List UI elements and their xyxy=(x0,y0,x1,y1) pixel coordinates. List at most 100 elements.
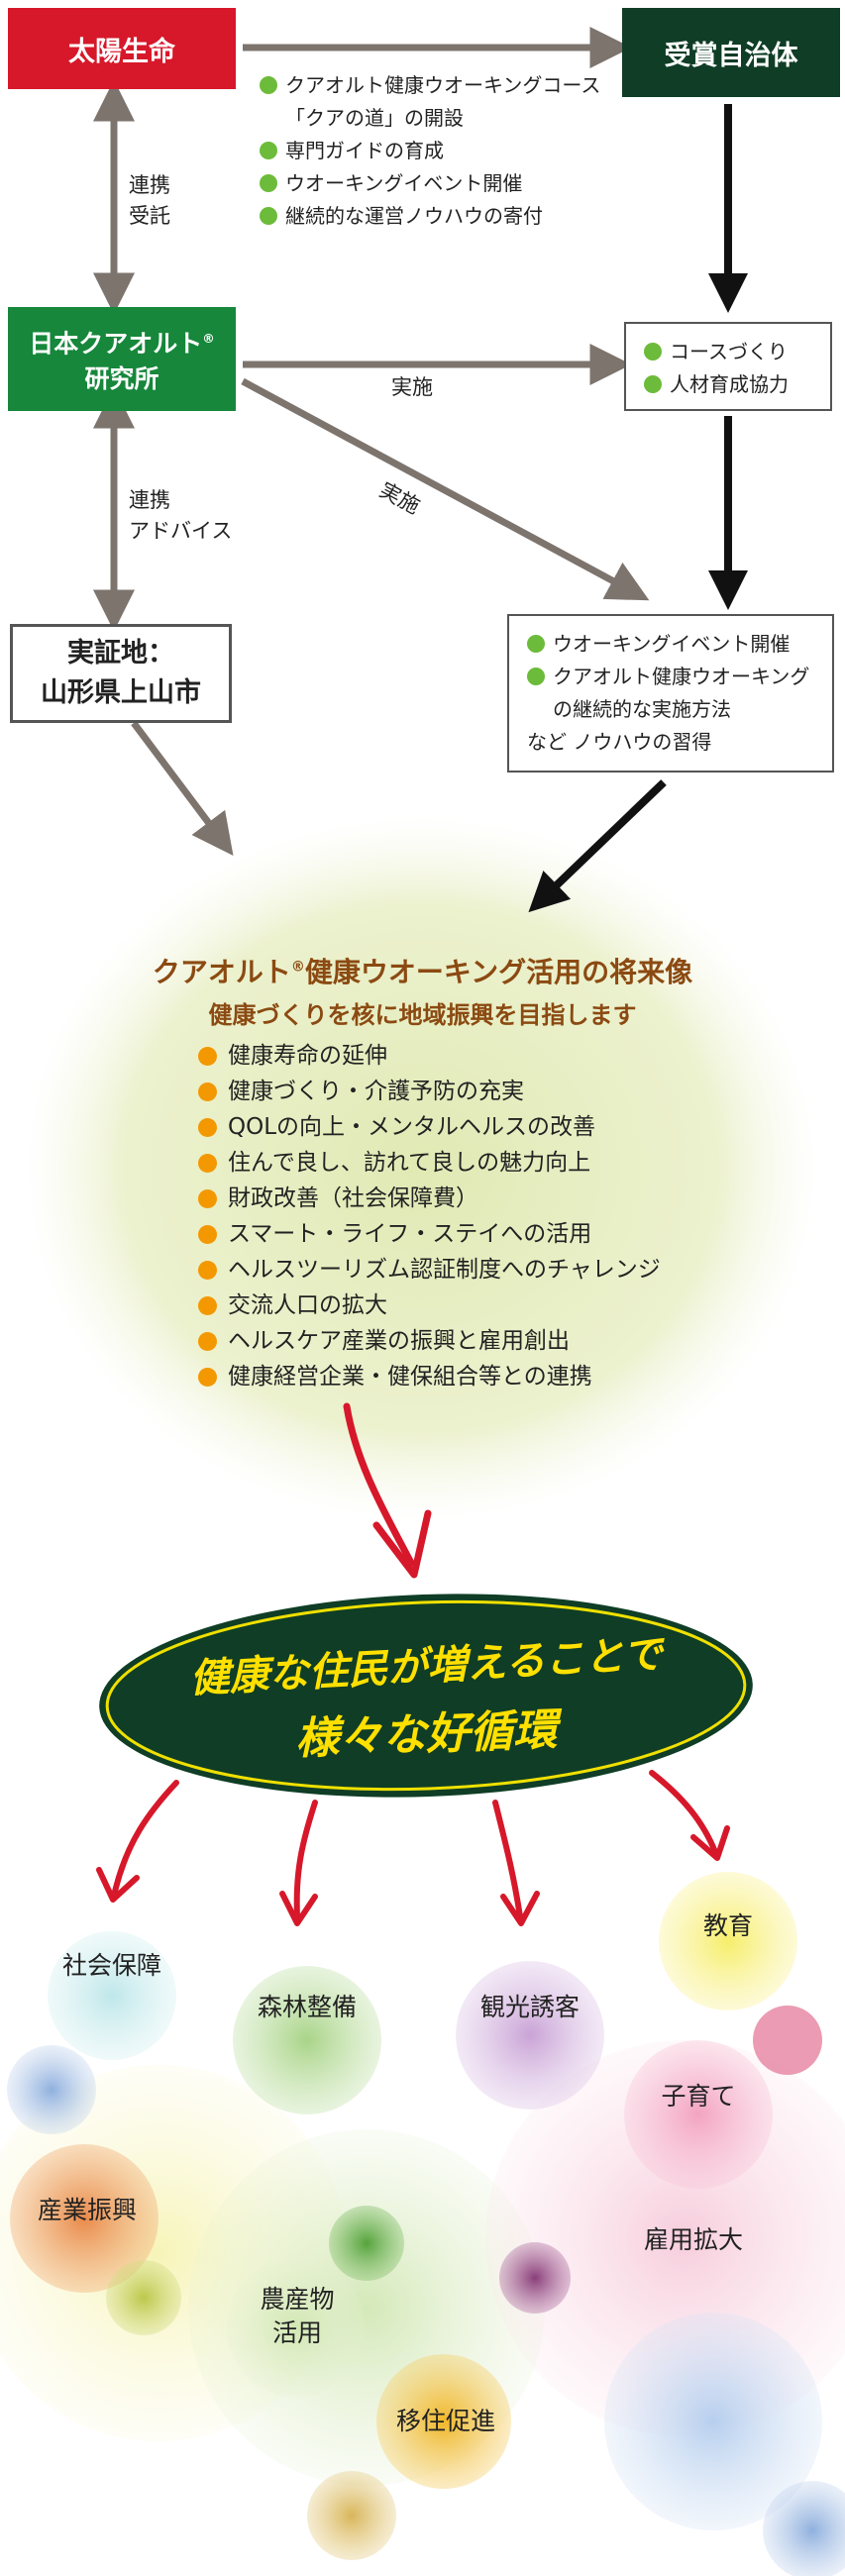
event-item: ウオーキングイベント開催 xyxy=(527,628,814,661)
bubble-ltblue-large xyxy=(604,2313,822,2530)
arrow-to-kanko xyxy=(492,1800,523,1919)
bubble-blue-corner xyxy=(763,2481,845,2576)
arrow-institute-to-event xyxy=(241,377,650,601)
benefit-kosodate: 子育て xyxy=(661,2082,736,2111)
benefit-kanko-yukyaku: 観光誘客 xyxy=(479,1993,580,2021)
future-item: 健康寿命の延伸 xyxy=(198,1038,661,1074)
bullet-dot xyxy=(198,1082,217,1101)
arrow-future-to-slogan-head xyxy=(372,1509,432,1579)
bullet-dot xyxy=(260,76,277,94)
support-item: 専門ガイドの育成 xyxy=(260,135,600,167)
event-list: ウオーキングイベント開催 クアオルト健康ウオーキング の継続的な実施方法 など … xyxy=(527,628,814,759)
bubble-pink-small xyxy=(753,2006,822,2075)
course-item: コースづくり xyxy=(644,336,812,368)
site-box: 実証地： 山形県上山市 xyxy=(10,624,232,723)
future-item: スマート・ライフ・ステイへの活用 xyxy=(198,1216,661,1252)
institute-name-line1: 日本クアオルト® xyxy=(29,329,215,359)
bullet-dot xyxy=(198,1154,217,1173)
site-line2: 山形県上山市 xyxy=(41,677,201,708)
arrow-to-shinrin xyxy=(293,1800,318,1919)
event-tail: など ノウハウの習得 xyxy=(527,730,712,754)
course-list: コースづくり 人材育成協力 xyxy=(644,336,812,401)
support-item: クアオルト健康ウオーキングコース xyxy=(260,69,600,102)
arrow-to-shakai xyxy=(112,1780,179,1895)
benefit-sangyo-shinko: 産業振興 xyxy=(37,2196,137,2224)
registered-mark: ® xyxy=(290,959,305,976)
bullet-dot xyxy=(198,1261,217,1280)
slogan-ellipse-ring xyxy=(105,1599,747,1792)
bullet-dot xyxy=(198,1332,217,1351)
bubble-kyoiku xyxy=(659,1872,797,2010)
future-subtitle: 健康づくりを核に地域振興を目指します xyxy=(208,1001,637,1029)
bubble-shinrin xyxy=(233,1966,381,2114)
future-item: QOLの向上・メンタルヘルスの改善 xyxy=(198,1109,661,1145)
institute-box: 日本クアオルト® 研究所 xyxy=(8,307,236,411)
bubble-plum-small xyxy=(499,2242,571,2314)
slogan-ellipse xyxy=(99,1594,753,1798)
event-box: ウオーキングイベント開催 クアオルト健康ウオーキング の継続的な実施方法 など … xyxy=(507,614,834,773)
arrow-to-kyoiku-head xyxy=(690,1825,730,1861)
bullet-dot xyxy=(527,635,545,653)
arrow-to-kyoiku xyxy=(649,1770,718,1855)
course-item: 人材育成協力 xyxy=(644,368,812,401)
bullet-dot xyxy=(198,1225,217,1244)
bullet-dot xyxy=(260,174,277,192)
bubble-dkgreen-small xyxy=(329,2206,404,2281)
bubble-kanko xyxy=(456,1961,604,2110)
benefit-iju-sokushin: 移住促進 xyxy=(395,2407,495,2435)
support-item: ウオーキングイベント開催 xyxy=(260,167,600,200)
benefit-shakai-hosho: 社会保障 xyxy=(61,1951,161,1980)
benefit-nosanbutsu-katsuyo: 農産物 活用 xyxy=(260,2285,335,2347)
bullet-dot xyxy=(198,1189,217,1208)
course-box: コースづくり 人材育成協力 xyxy=(624,322,832,411)
arrow-to-shinrin-head xyxy=(279,1891,318,1926)
bullet-dot xyxy=(198,1368,217,1387)
arrow-site-to-future xyxy=(131,720,234,856)
bullet-dot xyxy=(260,207,277,225)
bullet-dot xyxy=(644,375,662,393)
bubble-iju xyxy=(376,2354,511,2489)
support-item-continuation: 「クアの道」の開設 xyxy=(285,106,464,130)
future-title: クアオルト®健康ウオーキング活用の将来像 xyxy=(152,956,693,988)
future-item: 健康経営企業・健保組合等との連携 xyxy=(198,1359,661,1394)
event-item-continuation: の継続的な実施方法 xyxy=(553,697,731,721)
bubble-nosan xyxy=(226,2258,365,2397)
bubble-lime-small xyxy=(106,2260,181,2335)
arrow-to-kanko-head xyxy=(500,1891,540,1926)
future-item: ヘルスケア産業の振興と雇用創出 xyxy=(198,1323,661,1359)
support-item: 継続的な運営ノウハウの寄付 xyxy=(260,200,600,233)
bubble-kosodate xyxy=(624,2040,773,2189)
benefit-kyoiku: 教育 xyxy=(702,1911,753,1940)
taiyo-seimei-label: 太陽生命 xyxy=(68,36,175,67)
jichitai-box: 受賞自治体 xyxy=(622,8,840,97)
future-item: 交流人口の拡大 xyxy=(198,1288,661,1323)
future-item: ヘルスツーリズム認証制度へのチャレンジ xyxy=(198,1252,661,1288)
bubble-shakai xyxy=(48,1931,176,2060)
bullet-dot xyxy=(644,343,662,361)
bullet-dot xyxy=(527,668,545,685)
bubble-blue-small xyxy=(7,2045,96,2134)
bubble-sangyo xyxy=(10,2144,158,2293)
future-cloud xyxy=(25,817,817,1520)
benefit-koyo-kakudai: 雇用拡大 xyxy=(643,2225,743,2254)
edge-label-jisshi-1: 実施 xyxy=(391,375,433,399)
future-item: 財政改善（社会保障費） xyxy=(198,1181,661,1216)
arrow-to-shakai-head xyxy=(96,1867,140,1903)
bullet-dot xyxy=(198,1296,217,1315)
registered-mark: ® xyxy=(202,330,215,346)
edge-label-renkei-jutaku: 連携 受託 xyxy=(129,173,170,228)
institute-name-line2: 研究所 xyxy=(84,364,159,394)
jichitai-label: 受賞自治体 xyxy=(664,40,798,71)
benefit-shinrin-seibi: 森林整備 xyxy=(257,1993,357,2021)
taiyo-seimei-box: 太陽生命 xyxy=(8,8,236,89)
future-item: 健康づくり・介護予防の充実 xyxy=(198,1074,661,1109)
edge-label-renkei-advice: 連携 アドバイス xyxy=(129,488,233,543)
future-item: 住んで良し、訪れて良しの魅力向上 xyxy=(198,1145,661,1181)
bullet-dot xyxy=(198,1047,217,1066)
bullet-dot xyxy=(260,142,277,159)
arrow-future-to-slogan xyxy=(343,1402,415,1567)
